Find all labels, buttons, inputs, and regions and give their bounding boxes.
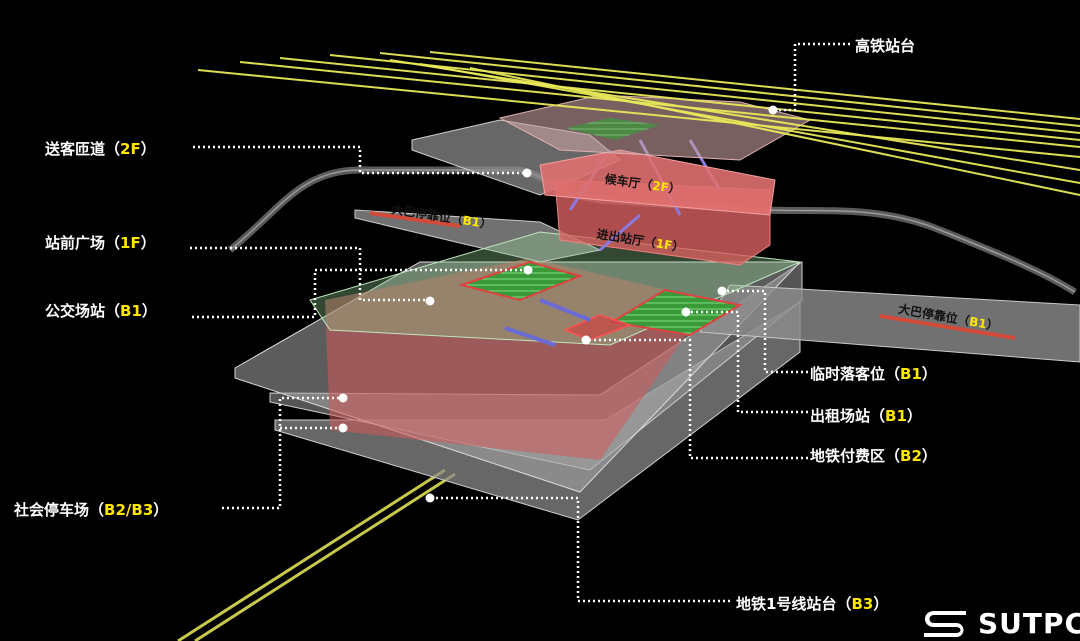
brand-name: SUTPC	[978, 607, 1080, 640]
callout-hsr-platform: 高铁站台	[855, 35, 915, 56]
label-coach-right-level: B1	[968, 314, 988, 332]
callout-bus-station-level: B1	[120, 302, 142, 320]
callout-taxi-level: B1	[885, 407, 907, 425]
callout-dropoff: 送客匝道（2F）	[45, 140, 156, 158]
callout-parking: 社会停车场（B2/B3）	[14, 501, 169, 519]
callout-bus-station: 公交场站（B1）	[45, 302, 157, 320]
callout-plaza-level: 1F	[120, 234, 141, 252]
platform-green	[565, 118, 660, 140]
callout-plaza: 站前广场（1F）	[45, 234, 156, 252]
coach-road-left	[354, 209, 602, 263]
callout-hsr-platform-name: 高铁站台	[855, 37, 916, 55]
callout-metro-l1-name: 地铁1号线站台	[736, 595, 837, 613]
label-coach-left-level: B1	[461, 213, 482, 230]
connector-elements	[504, 298, 591, 347]
underground-volume	[325, 258, 710, 460]
callout-temp-pickup-name: 临时落客位	[810, 365, 886, 383]
callout-parking-level: B2/B3	[104, 501, 154, 519]
callout-temp-pickup-level: B1	[900, 365, 922, 383]
callout-metro-paid-name: 地铁付费区	[810, 447, 886, 465]
callout-dropoff-name: 送客匝道	[45, 140, 106, 158]
callout-taxi-name: 出租场站	[810, 407, 871, 425]
metro-line-tracks	[177, 468, 456, 641]
callout-parking-name: 社会停车场	[14, 501, 90, 519]
coach-bay-left	[369, 211, 461, 228]
callout-metro-paid-level: B2	[900, 447, 922, 465]
sutpc-logo-icon	[924, 610, 966, 637]
callout-metro-l1: 地铁1号线站台（B3）	[736, 595, 889, 613]
callout-temp-pickup: 临时落客位（B1）	[810, 365, 937, 383]
callout-metro-l1-level: B3	[851, 595, 874, 613]
callout-taxi: 出租场站（B1）	[810, 407, 922, 425]
callout-plaza-name: 站前广场	[45, 234, 106, 252]
callout-metro-paid: 地铁付费区（B2）	[810, 447, 937, 465]
leader-lines	[190, 42, 850, 603]
callout-dropoff-level: 2F	[120, 140, 141, 158]
label-entrance-hall-level: 1F	[654, 236, 674, 253]
brand-logo: SUTPC	[922, 606, 1080, 641]
callout-dots	[338, 105, 778, 503]
taxi-zone	[609, 288, 743, 337]
label-waiting-hall-level: 2F	[651, 178, 670, 195]
callout-bus-station-name: 公交场站	[45, 302, 106, 320]
bus-zone	[458, 260, 584, 302]
coach-bay-right	[879, 314, 1016, 340]
hsr-tracks	[197, 51, 1080, 196]
